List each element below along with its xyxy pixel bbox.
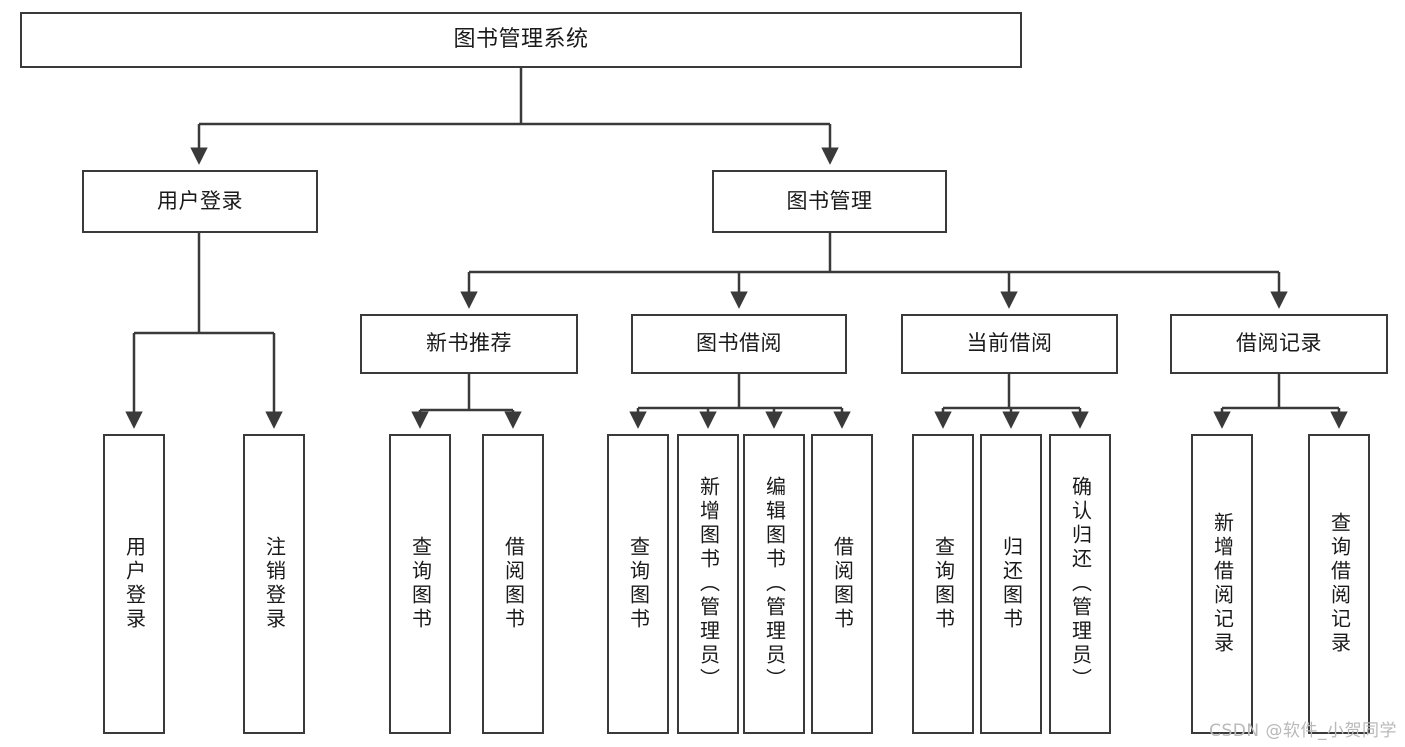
- node-leaf-edit-book-admin[interactable]: 编辑图书（管理员）: [743, 434, 805, 734]
- node-label: 确认归还（管理员）: [1068, 476, 1093, 692]
- node-label: 查询图书: [931, 536, 956, 632]
- node-label: 图书管理系统: [453, 26, 589, 52]
- node-label: 查询借阅记录: [1327, 512, 1352, 656]
- node-label: 编辑图书（管理员）: [762, 476, 787, 692]
- node-leaf-confirm-return-admin[interactable]: 确认归还（管理员）: [1049, 434, 1111, 734]
- node-label: 借阅记录: [1236, 331, 1322, 356]
- node-leaf-borrow-book-recommend[interactable]: 借阅图书: [482, 434, 544, 734]
- node-borrow-record[interactable]: 借阅记录: [1170, 314, 1388, 374]
- node-leaf-query-book-borrow[interactable]: 查询图书: [607, 434, 669, 734]
- node-label: 借阅图书: [830, 536, 855, 632]
- watermark: CSDN @软件_小贺同学: [1209, 721, 1397, 741]
- node-leaf-user-login[interactable]: 用户登录: [103, 434, 165, 734]
- node-leaf-query-book-current[interactable]: 查询图书: [912, 434, 974, 734]
- node-label: 新书推荐: [426, 331, 512, 356]
- node-leaf-logout[interactable]: 注销登录: [243, 434, 305, 734]
- node-book-borrow[interactable]: 图书借阅: [631, 314, 847, 374]
- node-current-borrow[interactable]: 当前借阅: [901, 314, 1118, 374]
- node-leaf-return-book[interactable]: 归还图书: [980, 434, 1042, 734]
- node-label: 用户登录: [122, 536, 147, 632]
- node-leaf-borrow-book[interactable]: 借阅图书: [811, 434, 873, 734]
- node-label: 查询图书: [626, 536, 651, 632]
- node-leaf-query-borrow-record[interactable]: 查询借阅记录: [1308, 434, 1370, 734]
- node-label: 用户登录: [157, 188, 243, 213]
- node-label: 新增借阅记录: [1210, 512, 1235, 656]
- node-label: 查询图书: [408, 536, 433, 632]
- node-label: 图书管理: [786, 188, 873, 213]
- node-label: 当前借阅: [966, 331, 1053, 356]
- node-leaf-add-book-admin[interactable]: 新增图书（管理员）: [677, 434, 739, 734]
- node-label: 注销登录: [262, 536, 287, 632]
- node-label: 借阅图书: [501, 536, 526, 632]
- node-new-book-recommend[interactable]: 新书推荐: [360, 314, 578, 374]
- node-leaf-query-book-recommend[interactable]: 查询图书: [389, 434, 451, 734]
- node-label: 新增图书（管理员）: [696, 476, 721, 692]
- node-leaf-add-borrow-record[interactable]: 新增借阅记录: [1191, 434, 1253, 734]
- node-root-book-management-system[interactable]: 图书管理系统: [20, 12, 1022, 68]
- node-user-login[interactable]: 用户登录: [82, 170, 318, 233]
- node-label: 归还图书: [999, 536, 1024, 632]
- node-label: 图书借阅: [696, 331, 782, 356]
- node-book-management[interactable]: 图书管理: [712, 170, 947, 233]
